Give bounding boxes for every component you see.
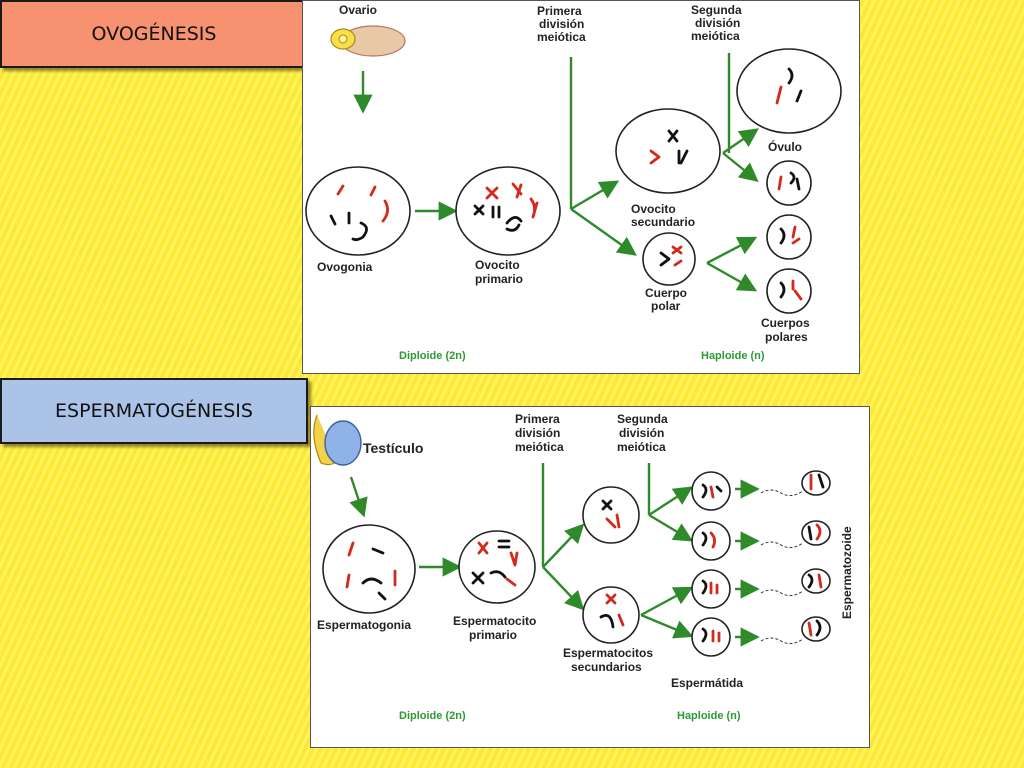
espermatocito-primario-label-2: primario xyxy=(469,628,517,642)
ovocito-primario-label-2: primario xyxy=(475,272,523,286)
ovogonia-cell xyxy=(305,166,411,256)
primera-div-esp-1: Primera xyxy=(515,412,560,426)
cuerpo-polar-small-1 xyxy=(766,160,812,206)
espermatozoide-3 xyxy=(760,568,831,597)
arrow-to-cuerpo-polar xyxy=(570,208,637,256)
arrow-to-cuerpo-3 xyxy=(706,261,758,292)
cuerpo-polar-cell xyxy=(642,232,696,286)
ovogenesis-title: OVOGÉNESIS xyxy=(0,0,308,68)
espermatida-2 xyxy=(691,521,731,561)
diploide-label: Diploide (2n) xyxy=(399,350,466,362)
ovogenesis-svg: Ovario Ovogonia Ovocito primario xyxy=(305,3,842,362)
espermatida-label: Espermátida xyxy=(671,676,743,690)
ovocito-secundario-cell xyxy=(615,108,721,194)
espermatozoide-label: Espermatozoide xyxy=(840,526,854,619)
cuerpo-polar-small-3 xyxy=(766,268,812,314)
arrow-to-espermatida-2 xyxy=(648,513,694,542)
espermatogenesis-title: ESPERMATOGÉNESIS xyxy=(0,378,308,444)
testicle-icon xyxy=(313,414,362,466)
segunda-div-esp-2: división xyxy=(619,426,664,440)
espermatida-3 xyxy=(691,569,731,609)
arrow-to-secundario-1 xyxy=(542,523,585,568)
ovocito-primario-label-1: Ovocito xyxy=(475,258,520,272)
ovocito-primario-cell xyxy=(455,166,561,256)
ovulo-label: Óvulo xyxy=(768,139,802,154)
arrow-to-espermatida-1 xyxy=(648,486,694,517)
testiculo-label: Testículo xyxy=(363,440,423,456)
segunda-div-esp-3: meiótica xyxy=(617,440,666,454)
ovario-label: Ovario xyxy=(339,3,377,17)
arrow-down-esp xyxy=(349,476,368,518)
espermatogenesis-svg: Testículo Espermatogonia Espermatocito p… xyxy=(313,412,854,722)
primera-div-2: división xyxy=(539,17,584,31)
arrow-to-espermatida-3 xyxy=(640,586,694,617)
arrow-to-cuerpo-2 xyxy=(706,236,758,265)
espermatida-4 xyxy=(691,617,731,657)
espermatogonia-cell xyxy=(322,524,416,614)
ovocito-secundario-label-1: Ovocito xyxy=(631,202,676,216)
espermatogonia-label: Espermatogonia xyxy=(317,618,411,632)
ovogenesis-diagram: Ovario Ovogonia Ovocito primario xyxy=(302,0,860,374)
arrow-to-secundario-2 xyxy=(542,566,585,611)
segunda-div-3: meiótica xyxy=(691,29,740,43)
primera-div-3: meiótica xyxy=(537,30,586,44)
segunda-div-esp-1: Segunda xyxy=(617,412,668,426)
ovogenesis-title-text: OVOGÉNESIS xyxy=(91,23,217,45)
haploide-label: Haploide (n) xyxy=(701,350,765,362)
arrow-to-cuerpo-1 xyxy=(722,152,759,183)
espermatida-1 xyxy=(691,471,731,511)
espermatogenesis-diagram: Testículo Espermatogonia Espermatocito p… xyxy=(310,406,870,748)
primera-div-esp-3: meiótica xyxy=(515,440,564,454)
segunda-div-1: Segunda xyxy=(691,3,742,17)
espermatocito-secundario-2 xyxy=(582,586,640,644)
haploide-esp-label: Haploide (n) xyxy=(677,710,741,722)
segunda-div-2: división xyxy=(695,16,740,30)
espermatozoide-1 xyxy=(760,470,831,497)
ovulo-cell xyxy=(736,48,842,134)
ovocito-secundario-label-2: secundario xyxy=(631,215,695,229)
arrow-to-espermatida-4 xyxy=(640,613,694,639)
primera-div-1: Primera xyxy=(537,4,582,18)
arrow-to-secundario xyxy=(570,180,620,211)
diploide-esp-label: Diploide (2n) xyxy=(399,710,466,722)
espermatocitos-secundarios-label-1: Espermatocitos xyxy=(563,646,653,660)
espermatozoide-4 xyxy=(760,616,831,645)
espermatocitos-secundarios-label-2: secundarios xyxy=(571,660,642,674)
cuerpo-polar-label-1: Cuerpo xyxy=(645,286,687,300)
primera-div-esp-2: división xyxy=(515,426,560,440)
espermatocito-primario-label-1: Espermatocito xyxy=(453,614,536,628)
cuerpos-polares-label-2: polares xyxy=(765,330,808,344)
ovogonia-label: Ovogonia xyxy=(317,260,373,274)
arrow-to-ovulo xyxy=(722,128,759,154)
espermatozoide-2 xyxy=(760,520,831,549)
espermatocito-secundario-1 xyxy=(582,486,640,544)
cuerpo-polar-label-2: polar xyxy=(651,299,681,313)
espermatogenesis-title-text: ESPERMATOGÉNESIS xyxy=(55,400,253,422)
ovary-icon xyxy=(330,25,406,57)
cuerpos-polares-label-1: Cuerpos xyxy=(761,316,810,330)
cuerpo-polar-small-2 xyxy=(766,214,812,260)
espermatocito-primario-cell xyxy=(458,530,536,604)
